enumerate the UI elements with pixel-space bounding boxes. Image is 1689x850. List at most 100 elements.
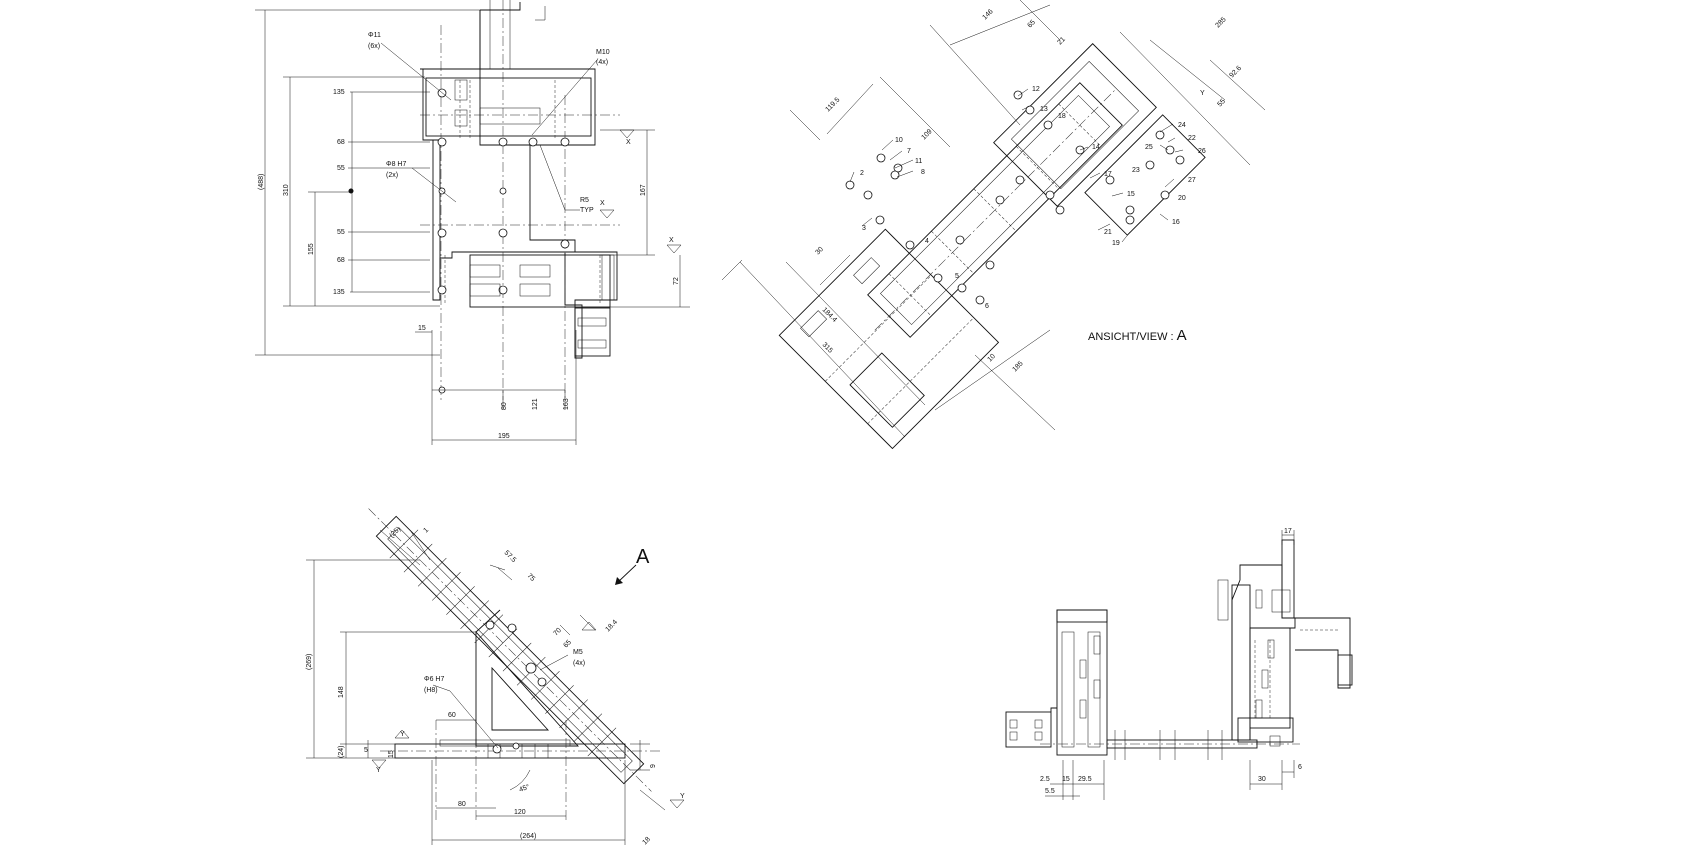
side-dim-1: 1 (422, 527, 430, 535)
top-dim-15: 15 (418, 325, 426, 332)
front-dim-15: 15 (1062, 776, 1070, 783)
side-dim-264: (264) (520, 833, 536, 840)
side-phi6-label: Φ6 H7 (424, 676, 444, 683)
side-dim-5: 5 (364, 747, 368, 754)
top-phi8-count: (2x) (386, 172, 398, 179)
iso-balloon-12: 12 (1032, 86, 1040, 93)
iso-balloon-10: 10 (895, 137, 903, 144)
iso-balloon-16: 16 (1172, 219, 1180, 226)
iso-balloon-3: 3 (862, 225, 866, 232)
side-dim-65: 65 (562, 639, 573, 650)
side-dim-120: 120 (514, 809, 526, 816)
iso-dim-10: 10 (986, 353, 997, 364)
iso-balloon-14: 14 (1092, 144, 1100, 151)
top-dim-55-lower: 55 (337, 229, 345, 236)
side-dim-24: (24) (338, 746, 345, 758)
side-dim-18: 18 (641, 836, 652, 845)
top-dim-121: 121 (532, 398, 539, 410)
side-dim-25: (25) (388, 526, 402, 540)
iso-balloon-21: 21 (1104, 229, 1112, 236)
side-dim-9: 9 (650, 764, 657, 768)
top-dim-55-upper: 55 (337, 165, 345, 172)
iso-dim-285: 285 (1214, 16, 1227, 29)
top-x-marker-3: X (669, 237, 674, 244)
iso-view-a: 10 7 11 8 2 3 4 5 6 12 13 14 17 15 16 18… (721, 0, 1266, 450)
top-dim-135-upper: 135 (333, 89, 345, 96)
top-dim-310: 310 (283, 184, 290, 196)
iso-dim-109: 109 (920, 128, 933, 141)
side-dim-18-4: 18.4 (604, 619, 619, 634)
side-dim-70: 70 (552, 627, 563, 638)
front-dim-17: 17 (1284, 528, 1292, 535)
iso-balloon-27: 27 (1188, 177, 1196, 184)
iso-dim-119-5: 119.5 (824, 96, 841, 113)
iso-balloon-23: 23 (1132, 167, 1140, 174)
iso-dim-315: 315 (821, 341, 834, 354)
front-dim-30: 30 (1258, 776, 1266, 783)
iso-balloon-22: 22 (1188, 135, 1196, 142)
front-dim-29-5: 29.5 (1078, 776, 1092, 783)
iso-dim-185: 185 (1011, 360, 1024, 373)
front-dim-6: 6 (1298, 764, 1302, 771)
side-y-marker-2: Y (376, 767, 381, 774)
iso-dim-55: 55 (1216, 98, 1227, 109)
side-dim-148: 148 (338, 686, 345, 698)
iso-balloon-2: 2 (860, 170, 864, 177)
iso-balloon-7: 7 (907, 148, 911, 155)
side-m5-count: (4x) (573, 660, 585, 667)
iso-dim-184-4: 184.4 (821, 306, 838, 323)
side-m5-label: M5 (573, 649, 583, 656)
iso-balloon-24: 24 (1178, 122, 1186, 129)
iso-balloon-4: 4 (925, 238, 929, 245)
front-view: 17 2.5 15 29.5 5.5 30 6 (1005, 528, 1353, 800)
side-dim-80: 80 (458, 801, 466, 808)
iso-balloon-19: 19 (1112, 240, 1120, 247)
iso-balloon-13: 13 (1040, 106, 1048, 113)
side-angle-45: 45° (518, 783, 531, 794)
top-dim-68-upper: 68 (337, 139, 345, 146)
iso-dim-146: 146 (981, 8, 994, 21)
side-y-marker-3: Y (680, 793, 685, 800)
iso-dim-92-6: 92.6 (1228, 65, 1243, 80)
top-dim-488: (488) (258, 174, 265, 190)
top-x-marker-2: X (600, 200, 605, 207)
top-dim-167: 167 (640, 184, 647, 196)
iso-balloon-15: 15 (1127, 191, 1135, 198)
side-y-marker-1: Y (400, 731, 405, 738)
side-phi6-count: (H8) (424, 687, 438, 694)
view-a-caption: ANSICHT/VIEW : A (1088, 327, 1187, 344)
front-dim-5-5: 5.5 (1045, 788, 1055, 795)
side-dim-75: 75 (526, 572, 537, 583)
top-view: Φ11 (6x) M10 (4x) Φ8 H7 (2x) R5 TYP X X … (255, 0, 690, 445)
side-dim-269: (269) (306, 654, 313, 670)
top-dim-68-lower: 68 (337, 257, 345, 264)
iso-dim-30: 30 (814, 246, 825, 257)
iso-balloon-25: 25 (1145, 144, 1153, 151)
iso-dim-65: 65 (1026, 19, 1037, 30)
iso-balloon-20: 20 (1178, 195, 1186, 202)
iso-balloon-18: 18 (1058, 113, 1066, 120)
side-dim-15: 15 (388, 750, 395, 758)
iso-balloon-26: 26 (1198, 148, 1206, 155)
top-m10-label: M10 (596, 49, 610, 56)
top-dim-163: 163 (563, 398, 570, 410)
top-m10-count: (4x) (596, 59, 608, 66)
top-dim-72: 72 (673, 277, 680, 285)
iso-balloon-11: 11 (915, 158, 922, 165)
top-dim-195: 195 (498, 433, 510, 440)
iso-balloon-5: 5 (955, 273, 959, 280)
side-dim-60: 60 (448, 712, 456, 719)
iso-balloon-6: 6 (985, 303, 989, 310)
top-dim-135-lower: 135 (333, 289, 345, 296)
top-x-marker-1: X (626, 139, 631, 146)
iso-dim-21: 21 (1056, 36, 1067, 47)
arrow-a-label: A (636, 546, 650, 568)
top-phi11-label: Φ11 (368, 32, 381, 39)
top-r5-label: R5 (580, 197, 589, 204)
top-phi11-count: (6x) (368, 43, 380, 50)
top-phi8-label: Φ8 H7 (386, 161, 406, 168)
front-dim-2-5: 2.5 (1040, 776, 1050, 783)
side-dim-57-5: 57.5 (503, 549, 518, 564)
